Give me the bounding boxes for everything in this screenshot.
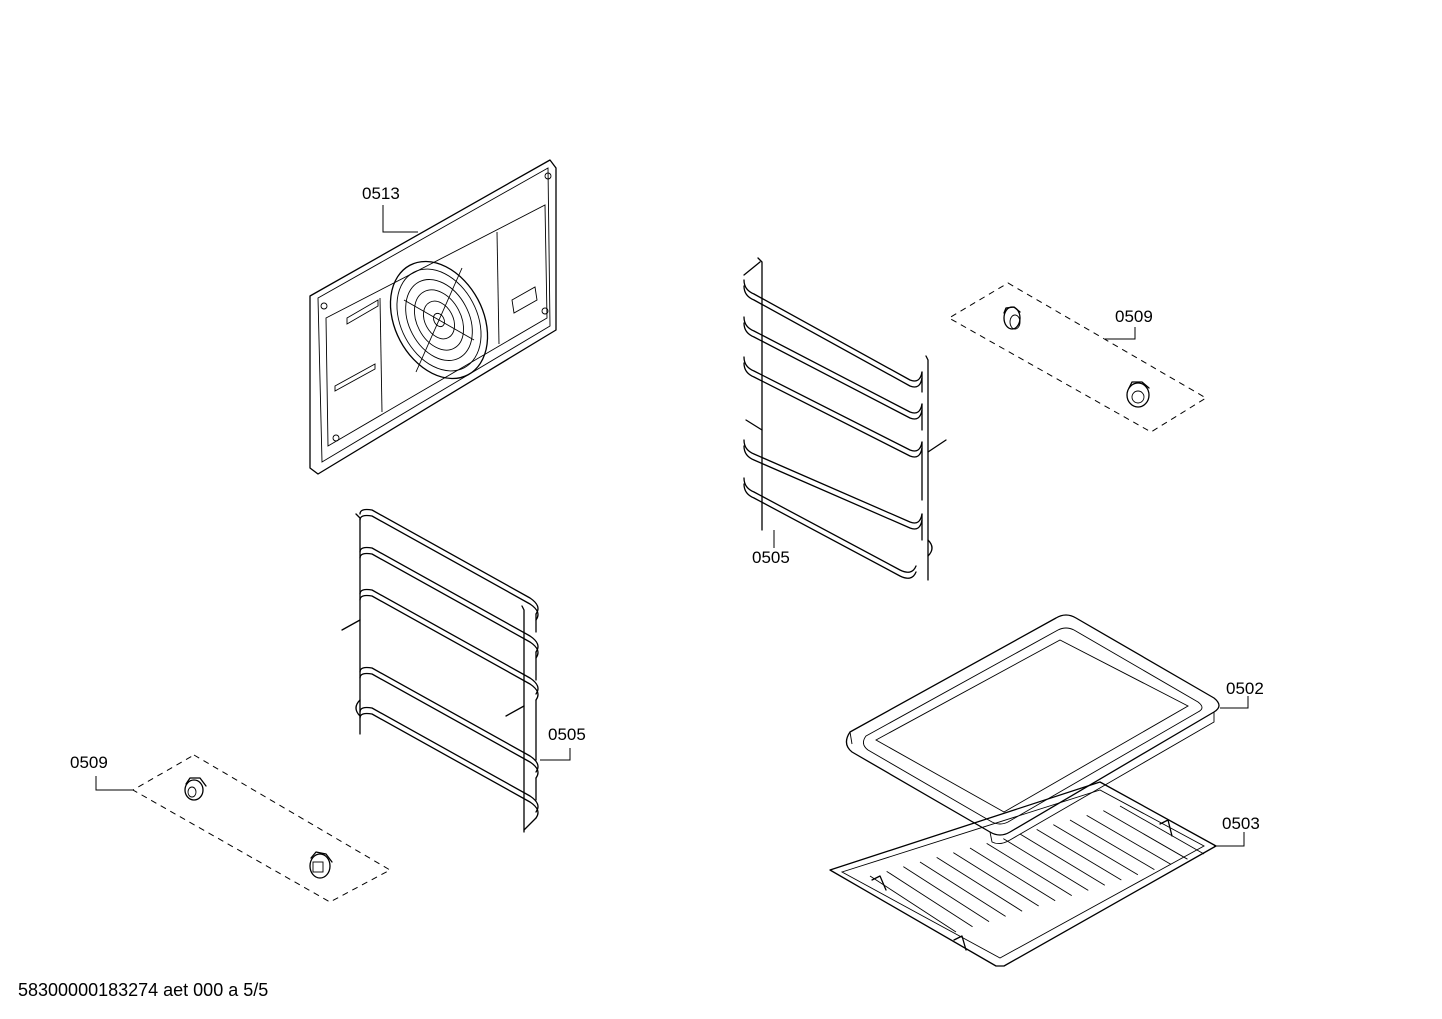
- shelf-bar: [1069, 819, 1155, 870]
- right-hooks-drawing: [948, 282, 1207, 433]
- right-rail-drawing: [743, 257, 947, 581]
- shelf-bar: [1103, 810, 1188, 860]
- shelf-bar: [969, 847, 1056, 902]
- shelf-bar: [936, 856, 1023, 912]
- callout-0509-left: 0509: [70, 753, 108, 772]
- wire-shelf-drawing: [829, 781, 1245, 967]
- back-panel-drawing: [309, 159, 557, 475]
- callout-0509-right: 0509: [1115, 307, 1153, 326]
- shelf-bar: [1119, 805, 1205, 855]
- shelf-bar: [903, 866, 990, 922]
- shelf-bar: [986, 842, 1072, 896]
- callout-0503: 0503: [1222, 814, 1260, 833]
- shelf-bar: [953, 852, 1039, 907]
- left-rail-drawing: [341, 508, 571, 833]
- shelf-bar: [1086, 814, 1172, 865]
- callout-0505-right: 0505: [752, 548, 790, 567]
- callout-0502: 0502: [1226, 679, 1264, 698]
- shelf-bar: [1019, 833, 1106, 886]
- callout-0513: 0513: [362, 184, 400, 203]
- document-footer: 58300000183274 aet 000 a 5/5: [18, 980, 269, 1000]
- shelf-bar: [1036, 828, 1122, 881]
- callout-0505-left: 0505: [548, 725, 586, 744]
- baking-tray-drawing: [845, 614, 1249, 845]
- left-hooks-drawing: [95, 754, 392, 903]
- shelf-bar: [1053, 824, 1139, 876]
- shelf-bar: [1003, 838, 1089, 891]
- shelf-bar: [919, 861, 1006, 917]
- shelf-bar: [886, 870, 973, 928]
